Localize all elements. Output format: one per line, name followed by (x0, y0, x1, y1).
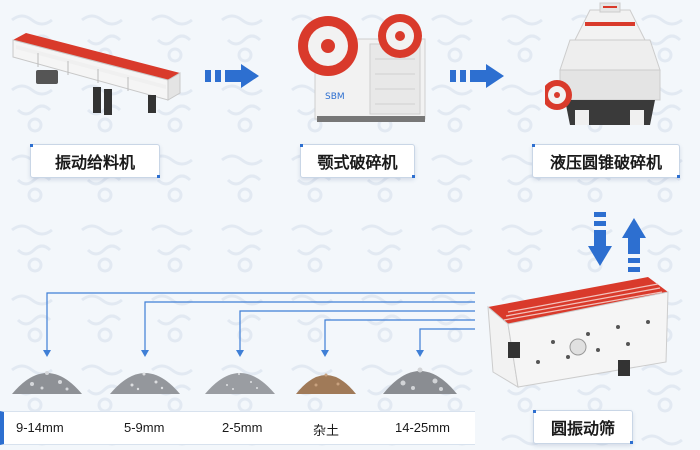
gravel-pile-5-9mm (110, 372, 180, 394)
label-jaw-crusher: 颚式破碎机 (300, 144, 415, 178)
size-label-soil: 杂土 (313, 423, 340, 438)
line-to-5-9mm (144, 301, 475, 352)
label-vibrating-screen: 圆振动筛 (533, 410, 633, 444)
line-to-9-14mm (46, 292, 475, 352)
flow-arrow-1 (205, 64, 259, 88)
vibrating-screen-image (487, 277, 669, 388)
line-to-soil (324, 319, 475, 352)
label-vibrating-feeder-text: 振动给料机 (54, 153, 135, 172)
size-label-14-25mm: 14-25mm (395, 420, 450, 435)
size-label-9-14mm: 9-14mm (16, 420, 64, 435)
flow-arrow-2 (450, 64, 504, 88)
soil-pile (296, 373, 356, 394)
jaw-crusher-image: SBM (298, 14, 426, 122)
jaw-crusher-logo: SBM (325, 92, 345, 102)
gravel-pile-14-25mm (383, 367, 457, 394)
cone-crusher-image (545, 2, 661, 125)
flow-arrow-down (588, 212, 612, 266)
line-to-2-5mm (239, 310, 475, 352)
flow-arrow-up (622, 218, 646, 272)
label-cone-crusher-text: 液压圆锥破碎机 (549, 153, 662, 172)
label-cone-crusher: 液压圆锥破碎机 (532, 144, 680, 178)
label-jaw-crusher-text: 颚式破碎机 (317, 153, 398, 172)
label-vibrating-feeder: 振动给料机 (30, 144, 160, 178)
gravel-pile-9-14mm (12, 371, 82, 394)
line-to-14-25mm (419, 328, 475, 352)
gravel-pile-2-5mm (205, 373, 275, 394)
vibrating-feeder-image (12, 33, 181, 115)
output-size-bar (0, 411, 475, 445)
size-label-5-9mm: 5-9mm (124, 420, 165, 435)
size-label-2-5mm: 2-5mm (222, 420, 263, 435)
label-vibrating-screen-text: 圆振动筛 (550, 419, 615, 438)
